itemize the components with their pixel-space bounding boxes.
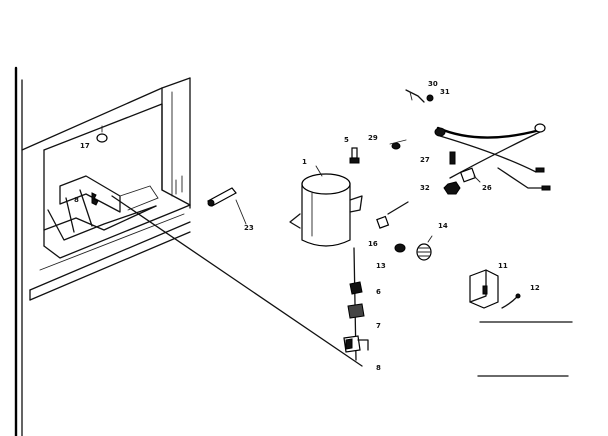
- screw-part-5: [349, 147, 360, 164]
- cabinet-base-trim: [29, 221, 191, 301]
- recess-floor-front: [43, 204, 191, 259]
- tray-lip: [47, 205, 157, 241]
- rod-part-23: [207, 187, 247, 225]
- wiring-harness: [434, 123, 551, 191]
- harness-wire-1: [436, 126, 542, 139]
- wire-part-12: [501, 293, 521, 309]
- callout-32: 32: [420, 184, 430, 192]
- panel-slots: [175, 175, 183, 195]
- callout-5: 5: [344, 136, 349, 144]
- leader-line: [111, 195, 363, 367]
- mount-tab-right: [349, 195, 363, 213]
- nut-part-32: [443, 181, 461, 195]
- chute-ribs: [65, 189, 93, 233]
- harness-connector-left: [434, 127, 446, 137]
- cabinet-assembly: [14, 66, 191, 436]
- fitting-part-16: [376, 201, 409, 229]
- bracket-part-8: [343, 335, 369, 353]
- relay-box-part-11: [469, 269, 499, 309]
- mount-tab-left: [289, 213, 301, 229]
- ice-chute: [59, 175, 121, 213]
- callout-13: 13: [376, 262, 386, 270]
- callout-31: 31: [440, 88, 450, 96]
- callout-17: 17: [80, 142, 90, 150]
- cabinet-top-edge: [21, 87, 163, 151]
- solenoid-housing-part-1: [289, 165, 363, 247]
- callout-1: 1: [302, 158, 307, 166]
- callout-27: 27: [420, 156, 430, 164]
- callout-6: 6: [376, 288, 381, 296]
- panel-top: [161, 77, 191, 89]
- harness-terminal: [535, 167, 545, 173]
- callout-8: 8: [376, 364, 381, 372]
- chute-side: [119, 185, 159, 211]
- callout-23: 23: [244, 224, 254, 232]
- callout-30: 30: [428, 80, 438, 88]
- callout-26: 26: [482, 184, 492, 192]
- dispenser-recess-outline: [43, 103, 191, 206]
- screw-part-27: [449, 151, 456, 165]
- callout-16: 16: [368, 240, 378, 248]
- light-socket: [96, 133, 108, 143]
- harness-connector-right: [534, 123, 546, 133]
- bracket-part-6: [349, 281, 363, 295]
- callout-8-left: 8: [74, 196, 79, 204]
- callout-29: 29: [368, 134, 378, 142]
- harness-wire-2: [439, 135, 537, 173]
- callout-7: 7: [376, 322, 381, 330]
- cabinet-base-inner: [39, 213, 185, 271]
- coil-part-14: [416, 235, 433, 261]
- callout-11: 11: [498, 262, 508, 270]
- harness-wire-4: [497, 167, 547, 189]
- callout-14: 14: [438, 222, 448, 230]
- harness-wire-3: [449, 129, 545, 179]
- spring-part-8-left: [91, 192, 99, 206]
- clip-parts-30-31: [405, 89, 434, 103]
- grommet-part-13: [394, 243, 406, 253]
- bracket-part-7: [347, 303, 365, 319]
- clip-part-29: [389, 139, 407, 150]
- callout-12: 12: [530, 284, 540, 292]
- harness-terminal-2: [541, 185, 551, 191]
- recess-floor-back: [43, 205, 157, 231]
- connector-part-26: [459, 167, 481, 183]
